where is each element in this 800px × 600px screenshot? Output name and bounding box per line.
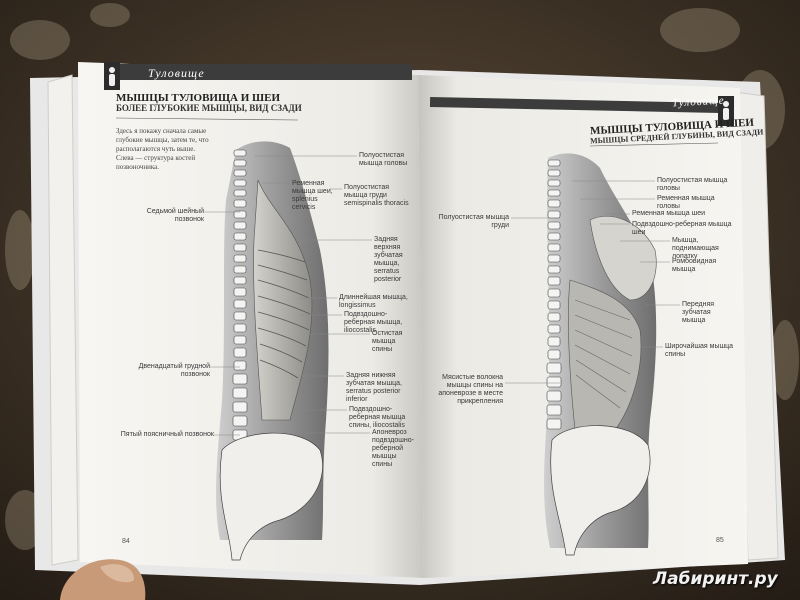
page-number-left: 84 — [122, 538, 130, 545]
section-title-left: Туловище — [148, 66, 205, 80]
left-header — [104, 62, 412, 121]
label-right-page-right-6: Ромбовидная мышца — [672, 258, 717, 273]
right-pelvis — [550, 425, 651, 556]
label-right-8: Задняя нижняя зубчатая мышца, serratus p… — [346, 372, 402, 403]
page-number-right: 85 — [716, 537, 724, 544]
page-subtitle-left: БОЛЕЕ ГЛУБОКИЕ МЫШЦЫ, ВИД СЗАДИ — [116, 103, 302, 113]
label-left-3: Пятый поясничный позвонок — [120, 431, 214, 438]
right-leader-lines — [505, 180, 680, 384]
thumbnail — [100, 564, 135, 583]
label-right-page-right-3: Ременная мышца шеи — [632, 210, 706, 217]
left-anatomy-illustration — [216, 141, 329, 561]
right-header — [429, 96, 734, 147]
right-spine — [546, 159, 562, 430]
watermark: Лабиринт.ру — [653, 569, 778, 589]
label-right-6: Подвздошно-реберная мышца, iliocostalis — [344, 311, 403, 334]
label-right-page-right-4: Подвздошно-реберная мышца шеи — [632, 221, 732, 236]
label-right-1: Полуостистая мышца головы — [359, 152, 408, 167]
intro-text: Здесь я покажу сначала самые глубокие мы… — [116, 127, 209, 171]
label-right-page-left-2: Мясистые волокна мышцы спины на апоневро… — [438, 374, 503, 405]
left-leader-lines — [204, 155, 372, 436]
label-right-10: Апоневроз подвздошно-реберной мышцы спин… — [372, 429, 414, 468]
label-right-page-right-5: Мышца, поднимающая лопатку — [672, 237, 719, 260]
label-right-3: Полуостистая мышца груди semispinalis th… — [344, 184, 409, 207]
label-right-2: Ременная мышца шеи, splenius cervicis — [292, 180, 333, 211]
page-stack-left — [47, 74, 79, 566]
page-title-left: МЫШЦЫ ТУЛОВИЩА И ШЕИ — [116, 92, 281, 104]
label-left-1: Седьмой шейный позвонок — [146, 208, 204, 223]
label-right-5: Длиннейшая мышца, longissimus — [339, 294, 408, 309]
left-pelvis — [219, 432, 323, 561]
label-right-7: Остистая мышца спины — [372, 330, 403, 353]
label-right-9: Подвздошно-реберная мышца спины, iliocos… — [349, 406, 406, 429]
label-right-page-left-1: Полуостистая мышца груди — [438, 214, 509, 229]
left-spine — [232, 149, 248, 441]
right-anatomy-illustration — [544, 153, 657, 556]
label-right-4: Задняя верхняя зубчатая мышца, serratus … — [374, 236, 403, 283]
label-left-2: Двенадцатый грудной позвонок — [138, 363, 210, 378]
label-right-page-right-8: Широчайшая мышца спины — [665, 343, 734, 358]
label-right-page-right-2: Ременная мышца головы — [657, 195, 715, 210]
label-right-page-right-1: Полуостистая мышца головы — [657, 177, 728, 192]
label-right-page-right-7: Передняя зубчатая мышца — [682, 301, 715, 324]
